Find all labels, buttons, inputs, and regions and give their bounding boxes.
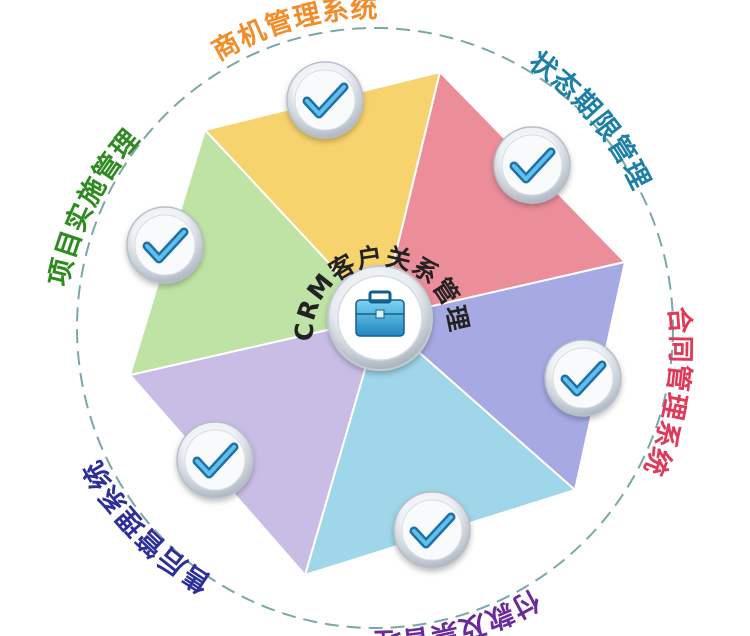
checkmark-icon — [544, 339, 622, 417]
checkmark-icon — [176, 421, 254, 499]
checkmark-icon — [126, 206, 204, 284]
module-label-4: 付款及票管理 — [373, 583, 545, 636]
dashed-ring — [76, 27, 674, 629]
badges — [126, 61, 622, 569]
module-label-3: 合同管理系统 — [637, 305, 696, 480]
checkmark-icon — [493, 126, 571, 204]
briefcase-icon — [355, 290, 405, 337]
module-label-1: 商机管理系统 — [207, 0, 379, 67]
module-label-6: 项目实施管理 — [43, 124, 146, 290]
checkmark-icon — [286, 61, 364, 139]
checkmark-icon — [393, 491, 471, 569]
segments — [128, 70, 627, 578]
